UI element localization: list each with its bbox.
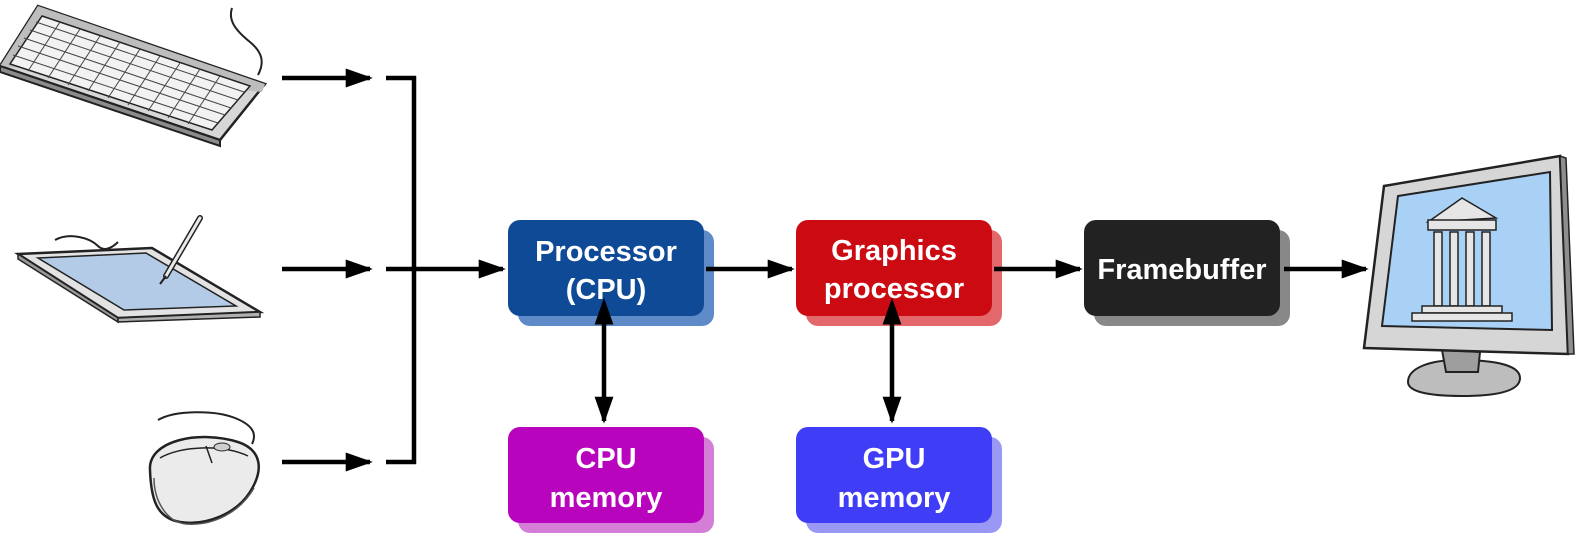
gpu-memory-label-line2: memory bbox=[838, 482, 951, 514]
stylus-icon bbox=[159, 215, 203, 285]
cpu-memory-box: CPU memory bbox=[508, 427, 714, 533]
building-icon bbox=[1411, 197, 1513, 322]
cpu-label-line2: (CPU) bbox=[566, 274, 647, 306]
cpu-memory-box-face bbox=[508, 427, 704, 523]
cpu-memory-label-line1: CPU bbox=[575, 443, 636, 475]
gpu-box: Graphics processor bbox=[796, 220, 1002, 326]
mouse-icon bbox=[148, 411, 260, 525]
gpu-memory-box-face bbox=[796, 427, 992, 523]
cpu-box-face bbox=[508, 220, 704, 316]
tablet-screen bbox=[35, 252, 239, 311]
monitor-icon bbox=[1362, 154, 1575, 398]
cpu-label-line1: Processor bbox=[535, 236, 677, 268]
tablet-icon bbox=[14, 215, 265, 324]
framebuffer-label: Framebuffer bbox=[1097, 254, 1266, 286]
keyboard-icon bbox=[0, 4, 268, 148]
gpu-memory-label-line1: GPU bbox=[863, 443, 926, 475]
framebuffer-box-face bbox=[1084, 220, 1280, 316]
gpu-label-line2: processor bbox=[824, 273, 964, 305]
gpu-memory-box: GPU memory bbox=[796, 427, 1002, 533]
gpu-box-face bbox=[796, 220, 992, 316]
gpu-label-line1: Graphics bbox=[831, 235, 957, 267]
input-arrows bbox=[282, 68, 506, 472]
cpu-box: Processor (CPU) bbox=[508, 220, 714, 326]
framebuffer-box: Framebuffer bbox=[1084, 220, 1290, 326]
cpu-memory-label-line2: memory bbox=[550, 482, 663, 514]
